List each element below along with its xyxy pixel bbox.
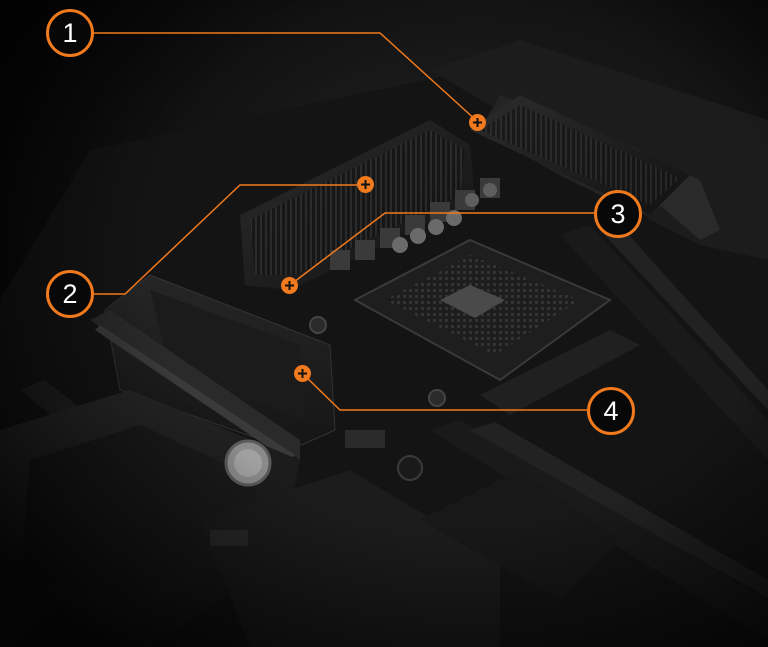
- callout-badge-1[interactable]: 1: [46, 9, 94, 57]
- callout-number: 3: [610, 198, 626, 229]
- leader-line-1: [92, 32, 479, 123]
- plus-icon: [285, 281, 294, 290]
- callout-leader-lines: [92, 32, 594, 411]
- leader-line-2: [92, 184, 365, 295]
- callout-badge-2[interactable]: 2: [46, 270, 94, 318]
- callout-number: 4: [603, 395, 619, 426]
- hotspot-1[interactable]: [469, 114, 486, 131]
- leader-line-4: [301, 372, 590, 411]
- callout-number: 1: [62, 17, 78, 48]
- callout-badge-3[interactable]: 3: [594, 190, 642, 238]
- leader-line-3: [289, 212, 594, 286]
- plus-icon: [473, 118, 482, 127]
- callout-badge-4[interactable]: 4: [587, 387, 635, 435]
- hotspot-2[interactable]: [357, 176, 374, 193]
- hotspot-3[interactable]: [281, 277, 298, 294]
- hotspot-4[interactable]: [294, 365, 311, 382]
- plus-icon: [298, 369, 307, 378]
- callout-number: 2: [62, 278, 78, 309]
- plus-icon: [361, 180, 370, 189]
